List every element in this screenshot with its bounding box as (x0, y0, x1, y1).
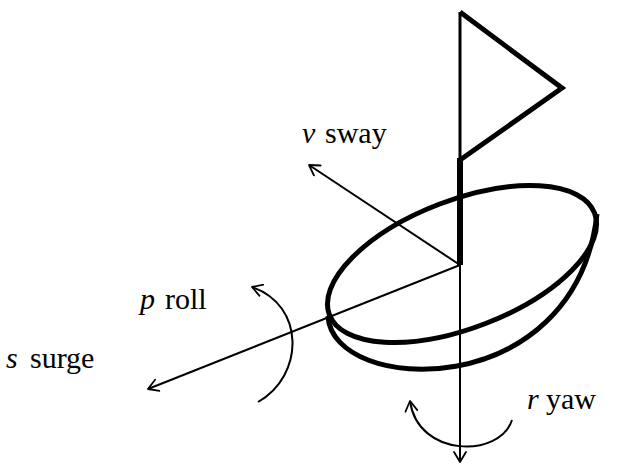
axis-symbol: v (302, 118, 315, 148)
mast (457, 158, 463, 265)
sway-axis (309, 165, 460, 265)
flag (460, 12, 562, 160)
mast-top (459, 12, 462, 160)
axis-name: roll (165, 284, 207, 314)
yaw-axis (459, 265, 461, 462)
axis-name: sway (325, 118, 387, 148)
axis-symbol: s (6, 343, 18, 373)
yaw-rotation (410, 401, 512, 446)
hull-body (328, 214, 597, 369)
hull-rim (306, 153, 617, 374)
axis-name: surge (30, 343, 94, 373)
surge-axis (148, 265, 460, 389)
roll-rotation (252, 287, 293, 402)
axis-name: yaw (546, 384, 596, 414)
axis-symbol: r (527, 384, 539, 414)
axis-symbol: p (140, 284, 155, 314)
